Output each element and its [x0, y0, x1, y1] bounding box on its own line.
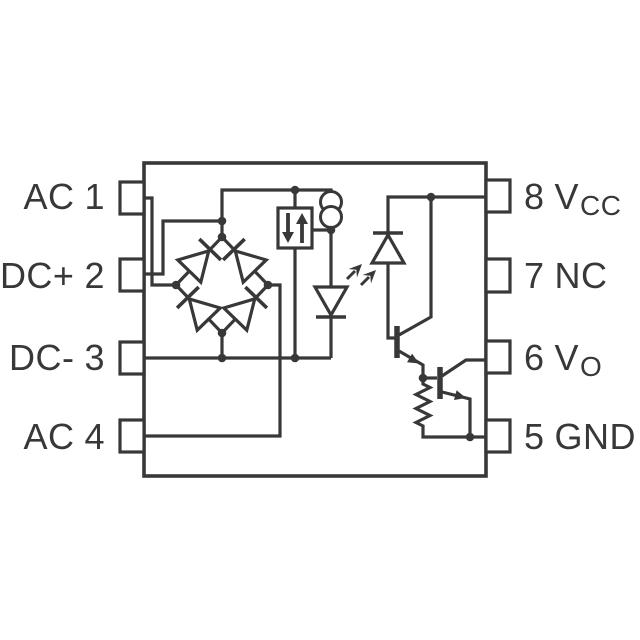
pin5-number: 5	[524, 416, 545, 457]
pin-label-dcplus2: DC+2	[0, 255, 105, 296]
pin-box-6	[484, 339, 512, 375]
down-arrow-icon	[282, 232, 294, 243]
wire-q2-collector-vo	[441, 358, 486, 378]
pin7-number: 7	[524, 255, 545, 296]
wire-vcc-rail	[386, 195, 486, 233]
q2-emitter-arrow	[454, 390, 466, 400]
bridge-rectifier	[173, 234, 271, 336]
q1-emitter-arrow	[407, 353, 419, 364]
wire-ac1	[144, 196, 176, 287]
light-emission-arrows-icon	[345, 264, 376, 287]
pin3-number: 3	[84, 337, 105, 378]
wire-dcplus	[144, 219, 222, 276]
pin-box-4	[118, 418, 146, 454]
pin1-number: 1	[84, 176, 105, 217]
pin-box-8	[484, 178, 512, 214]
bridge-diamond	[173, 234, 271, 336]
current-source-icon	[319, 190, 343, 229]
wire-ac4	[144, 283, 282, 438]
up-arrow-icon	[296, 213, 308, 224]
wire-q2-emitter	[441, 390, 472, 437]
pin-box-1	[118, 180, 146, 216]
pin7-name: NC	[554, 255, 608, 296]
junction-dots	[171, 185, 475, 442]
resistor-icon	[412, 378, 486, 439]
pin8-name: V	[554, 176, 580, 217]
pin8-number: 8	[524, 176, 545, 217]
pin4-number: 4	[84, 416, 105, 457]
pin2-number: 2	[84, 255, 105, 296]
wire-q1-emitter	[398, 349, 425, 378]
pin3-name: DC-	[8, 337, 75, 378]
pin6-number: 6	[524, 337, 545, 378]
pin6-subscript: O	[580, 351, 603, 382]
photodiode-icon	[370, 231, 406, 265]
transistor-q2-icon	[437, 367, 466, 400]
threshold-detector-box	[276, 206, 314, 250]
pin6-name: V	[554, 337, 580, 378]
pin-box-3	[118, 340, 146, 376]
led-icon	[313, 285, 349, 319]
pin1-name: AC	[23, 176, 75, 217]
pin4-name: AC	[23, 416, 75, 457]
transistor-q1-icon	[394, 326, 419, 364]
pin8-subscript: CC	[580, 190, 622, 221]
pin5-name: GND	[554, 416, 637, 457]
ic-body-outline	[142, 161, 488, 478]
wire-q1-collector	[398, 197, 433, 337]
pin2-name: DC+	[0, 255, 75, 296]
detector-box-outline	[276, 206, 314, 250]
pin-boxes	[118, 178, 512, 454]
pin-label-dcminus3: DC-3	[8, 337, 105, 378]
pin-box-5	[484, 418, 512, 454]
pin-box-2	[118, 257, 146, 293]
wire-photodiode-to-base	[386, 263, 395, 340]
pin-box-7	[484, 257, 512, 294]
